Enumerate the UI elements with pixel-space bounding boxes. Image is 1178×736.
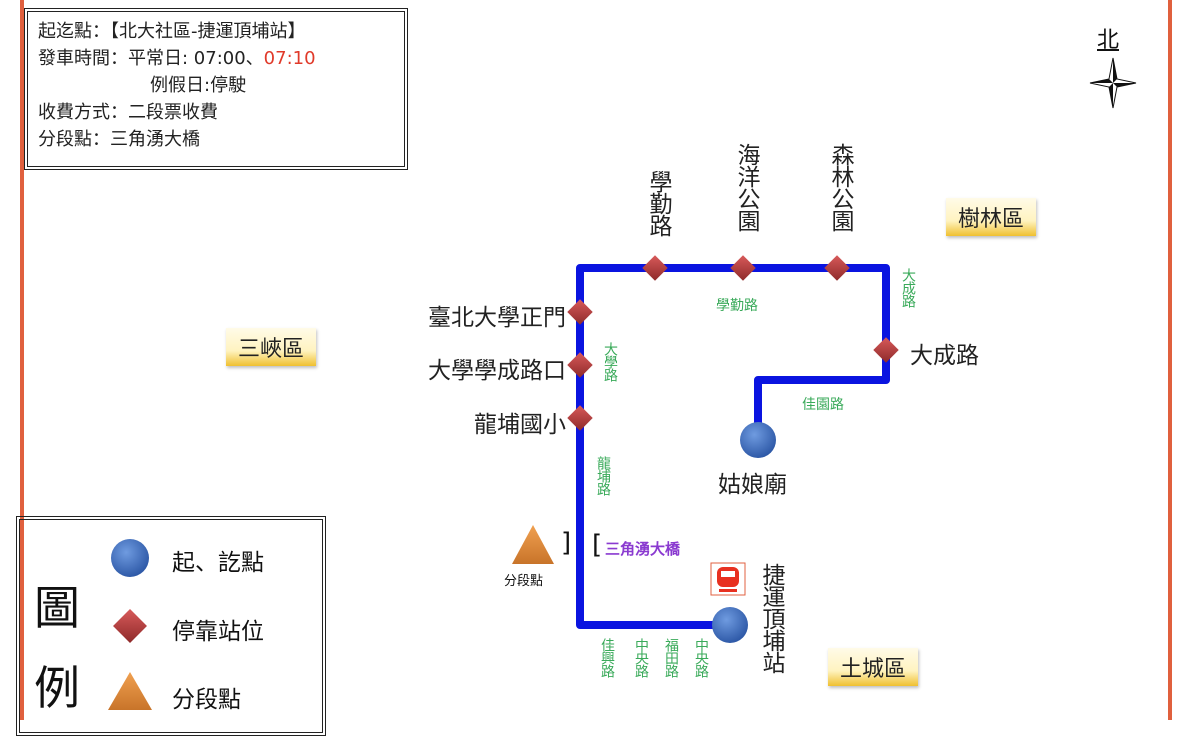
stop-marker-longpu bbox=[567, 405, 593, 431]
departure-times: 發車時間：平常日: 07:00、 bbox=[38, 48, 264, 69]
compass-icon bbox=[1089, 57, 1137, 109]
district-tucheng: 土城區 bbox=[828, 648, 919, 686]
route-map bbox=[108, 255, 899, 710]
road-dacheng: 大成路 bbox=[900, 268, 916, 307]
station-ocean-park: 海洋公園 bbox=[733, 143, 759, 231]
road-xueqin: 學勤路 bbox=[716, 298, 758, 314]
fare-text: 收費方式：二段票收費 bbox=[38, 102, 218, 123]
map-frame-left bbox=[20, 0, 24, 720]
north-label: 北 bbox=[1097, 28, 1120, 53]
station-guniang: 姑娘廟 bbox=[718, 472, 787, 498]
terminal-marker-dingpu bbox=[712, 607, 748, 643]
station-dacheng: 大成路 bbox=[910, 343, 979, 369]
stop-marker-ntpu-gate bbox=[567, 299, 593, 325]
segment-text: 分段點：三角湧大橋 bbox=[38, 129, 200, 150]
segment-point-marker bbox=[512, 525, 554, 564]
route-info-box: 起迄點：【北大社區-捷運頂埔站】 發車時間：平常日: 07:00、07:10 例… bbox=[24, 8, 408, 170]
legend-title-2: 例 bbox=[34, 661, 80, 715]
station-longpu-elem: 龍埔國小 bbox=[474, 412, 566, 438]
legend-title-1: 圖 bbox=[34, 581, 80, 635]
station-forest-park: 森林公園 bbox=[827, 143, 853, 231]
holiday-text: 例假日:停駛 bbox=[150, 75, 247, 96]
road-futian: 福田路 bbox=[663, 638, 679, 677]
stop-markers bbox=[567, 255, 899, 431]
departure-time-red: 07:10 bbox=[263, 48, 316, 69]
map-frame-right bbox=[1168, 0, 1172, 720]
station-xueqin: 學勤路 bbox=[645, 170, 671, 236]
stop-marker-dacheng bbox=[873, 337, 899, 363]
legend-terminal-label: 起、訖點 bbox=[172, 550, 264, 576]
departure-text: 發車時間：平常日: 07:00、07:10 bbox=[38, 45, 394, 72]
endpoints-text: 起迄點：【北大社區-捷運頂埔站】 bbox=[38, 21, 306, 42]
road-longpu: 龍埔路 bbox=[595, 456, 611, 495]
stop-marker-forest-park bbox=[824, 255, 850, 281]
metro-icon bbox=[710, 562, 746, 596]
road-jiayuan: 佳園路 bbox=[802, 397, 844, 413]
legend-terminal-icon bbox=[111, 539, 149, 577]
legend-stop-label: 停靠站位 bbox=[172, 619, 264, 645]
legend-segment-icon bbox=[108, 672, 152, 710]
station-dingpu: 捷運頂埔站 bbox=[758, 563, 784, 673]
station-ntpu-gate: 臺北大學正門 bbox=[428, 305, 566, 331]
road-zhongyang-1: 中央路 bbox=[633, 638, 649, 677]
stop-marker-ocean-park bbox=[730, 255, 756, 281]
stop-marker-daxue bbox=[567, 352, 593, 378]
road-zhongyang-2: 中央路 bbox=[693, 638, 709, 677]
district-sanxia: 三峽區 bbox=[226, 328, 317, 366]
terminal-marker-guniang bbox=[740, 422, 776, 458]
bracket-right: [ bbox=[592, 530, 603, 560]
road-jiaxing: 佳興路 bbox=[599, 638, 615, 677]
segment-point-label: 分段點 bbox=[504, 574, 544, 589]
stop-marker-xueqin bbox=[642, 255, 668, 281]
segment-bridge-label: 三角湧大橋 bbox=[605, 540, 681, 558]
legend-segment-label: 分段點 bbox=[172, 687, 241, 713]
station-daxue-xuecheng: 大學學成路口 bbox=[428, 358, 566, 384]
bracket-left: ] bbox=[561, 528, 572, 558]
district-shulin: 樹林區 bbox=[946, 198, 1037, 236]
road-daxue: 大學路 bbox=[602, 342, 618, 381]
route-line bbox=[576, 264, 890, 629]
